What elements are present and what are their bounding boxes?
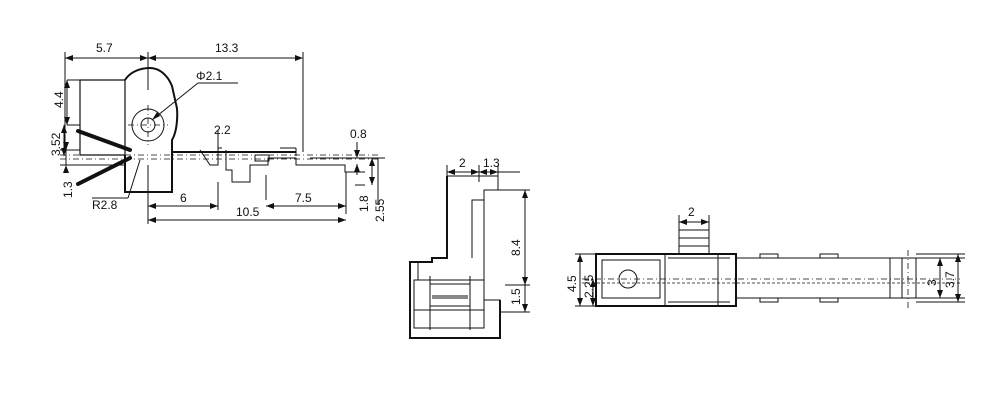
dim-0-8: 0.8 <box>350 127 367 141</box>
side-view: 5.7 13.3 4.4 3.52 1.3 Φ2.1 <box>49 41 387 224</box>
dim-top-3: 3 <box>925 279 939 286</box>
wire-lower <box>76 156 132 186</box>
dim-end-8-4: 8.4 <box>509 239 523 256</box>
dim-1-3: 1.3 <box>61 181 75 198</box>
dim-10-5: 10.5 <box>236 205 260 219</box>
end-view: 2 1.3 8.4 1.5 <box>409 156 530 339</box>
wire-upper <box>76 129 132 152</box>
dim-end-2: 2 <box>459 156 466 170</box>
dim-end-1-5: 1.5 <box>509 288 523 305</box>
dim-6: 6 <box>180 191 187 205</box>
top-view: 2 4.5 2.25 <box>565 205 965 310</box>
dim-top-3-7: 3.7 <box>943 271 957 288</box>
dim-4-4: 4.4 <box>52 91 66 108</box>
dim-2-55: 2.55 <box>373 198 387 222</box>
dim-3-52: 3.52 <box>49 132 63 156</box>
dim-5-7: 5.7 <box>96 41 113 55</box>
dim-top-2-25: 2.25 <box>582 274 596 298</box>
dim-7-5: 7.5 <box>295 191 312 205</box>
dim-end-1-3: 1.3 <box>483 156 500 170</box>
dim-13-3: 13.3 <box>215 41 239 55</box>
dim-1-8: 1.8 <box>357 195 371 212</box>
dim-hole-dia: Φ2.1 <box>196 69 223 83</box>
dim-radius: R2.8 <box>92 198 118 212</box>
dim-top-2: 2 <box>688 205 695 219</box>
dim-top-4-5: 4.5 <box>565 275 579 292</box>
dim-2-2: 2.2 <box>214 123 231 137</box>
